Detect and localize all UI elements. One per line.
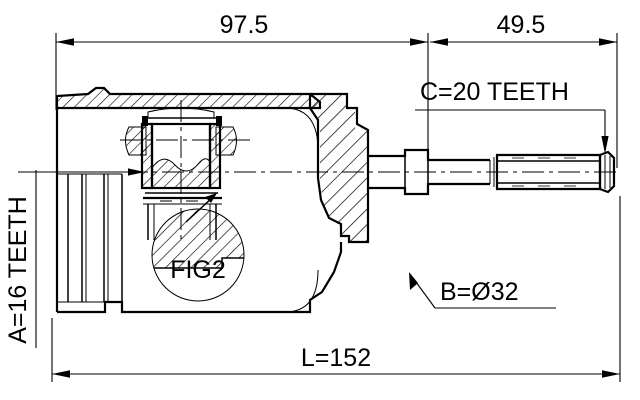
shaft-bottom-profile <box>368 182 490 196</box>
dimension-label-97-5: 97.5 <box>220 11 269 39</box>
outer-spline-leader-arrow <box>601 136 609 154</box>
trunnion-lower-hatch <box>152 158 210 188</box>
roller-left-hatch <box>125 127 146 155</box>
roller-right-body-hatch <box>210 124 220 188</box>
housing-internal-radius-bottom <box>240 269 319 313</box>
output-shaft <box>368 148 498 196</box>
roller-left-body-hatch <box>142 124 152 188</box>
fig2-hatch-region <box>152 210 244 268</box>
tripod-bearing-assembly <box>125 107 237 240</box>
spline-end-chamfer <box>598 150 616 194</box>
arrowhead-left-49-5 <box>430 38 448 46</box>
housing-top-wall-hatch <box>57 88 320 108</box>
fig2-contents <box>152 210 244 269</box>
total-length-label: L=152 <box>301 344 371 372</box>
shaft-diameter-callout-group: B=Ø32 <box>409 272 556 309</box>
tripod-cap-dome <box>147 107 215 119</box>
dimension-label-49-5: 49.5 <box>497 11 546 39</box>
arrowhead-right-49-5 <box>599 38 617 46</box>
fig2-detail-view: FIG2 <box>151 193 245 302</box>
inner-spline-callout-group: A=16 TEETH <box>4 168 145 348</box>
shaft-diameter-label: B=Ø32 <box>440 278 519 306</box>
housing-lower-outline <box>57 242 343 314</box>
shaft-diameter-leader-arrow <box>409 272 418 290</box>
fig2-label: FIG2 <box>170 256 226 284</box>
joint-housing <box>55 86 370 314</box>
arrowhead-left-total <box>52 370 70 378</box>
arrowhead-right-total <box>602 370 620 378</box>
fig2-leader-arrow <box>205 193 217 203</box>
roller-right-hatch <box>216 127 237 155</box>
inner-spline-end <box>57 173 123 303</box>
outer-spline-teeth-label: C=20 TEETH <box>420 78 569 106</box>
housing-internal-radius-top <box>240 107 319 151</box>
spline-end-body <box>495 153 602 191</box>
bottom-dimension-group: L=152 <box>51 196 621 382</box>
inner-spline-leader-arrow <box>128 168 145 176</box>
shaft-top-profile <box>368 148 490 162</box>
housing-right-section-hatch <box>312 94 368 242</box>
outer-spline-callout-group: C=20 TEETH <box>415 78 609 154</box>
external-spline-end <box>495 150 616 194</box>
top-dimension-group: 97.5 49.5 <box>55 11 618 188</box>
inner-spline-teeth-label: A=16 TEETH <box>4 196 32 344</box>
arrowhead-left-97-5 <box>56 38 74 46</box>
arrowhead-right-97-5 <box>410 38 428 46</box>
fig2-step-profile <box>152 257 244 269</box>
